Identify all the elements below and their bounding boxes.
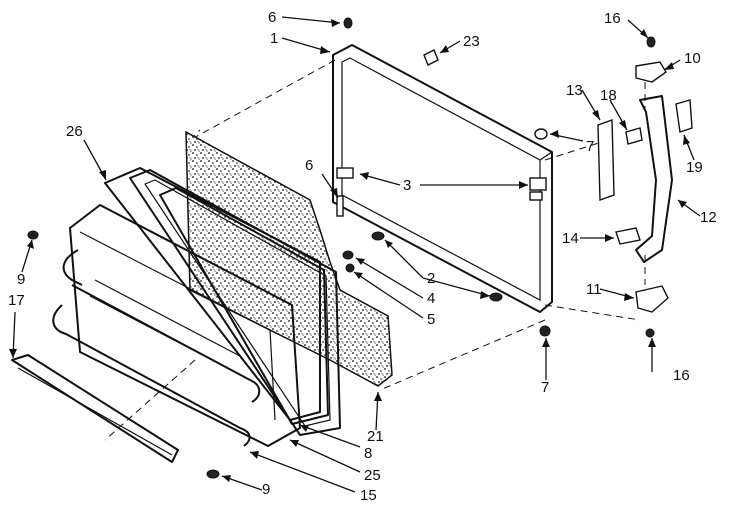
- callout-4: 4: [427, 290, 435, 307]
- callout-17: 17: [8, 292, 25, 309]
- panel-clip: [423, 49, 439, 66]
- callout-labels: 6 1 23 16 10 26 13 18 7 19 6 3 12 14 2 9…: [8, 9, 717, 504]
- callout-18: 18: [600, 87, 617, 104]
- door-trim-strip: [11, 354, 179, 463]
- callout-5: 5: [427, 311, 435, 328]
- callout-23: 23: [463, 33, 480, 50]
- callout-7-bottom: 7: [541, 379, 549, 396]
- callout-6-mid: 6: [305, 157, 313, 174]
- callout-12: 12: [700, 209, 717, 226]
- callout-7-top: 7: [586, 138, 594, 155]
- callout-25: 25: [364, 467, 381, 484]
- callout-15: 15: [360, 487, 377, 504]
- leader-lines: [12, 16, 701, 493]
- callout-1: 1: [270, 30, 278, 47]
- callout-10: 10: [684, 50, 701, 67]
- hinge-parts: [597, 61, 693, 313]
- callout-26: 26: [66, 123, 83, 140]
- door-liner: [52, 204, 301, 447]
- foam-insulation: [185, 130, 393, 387]
- callout-21: 21: [367, 428, 384, 445]
- hardware: [27, 17, 656, 479]
- callout-9-bottom: 9: [262, 481, 270, 498]
- callout-8: 8: [364, 445, 372, 462]
- callout-16-top: 16: [604, 10, 621, 27]
- callout-19: 19: [686, 159, 703, 176]
- callout-6-top: 6: [268, 9, 276, 26]
- callout-11: 11: [586, 281, 602, 298]
- hinge-brackets: [336, 167, 547, 201]
- breaker-strip: [104, 167, 321, 421]
- callout-3: 3: [403, 177, 411, 194]
- callout-16-bottom: 16: [673, 367, 690, 384]
- gasket-frames: [129, 169, 341, 436]
- door-plugs: [371, 231, 503, 302]
- callout-2: 2: [427, 270, 435, 287]
- callout-9-left: 9: [17, 271, 25, 288]
- callout-13: 13: [566, 82, 583, 99]
- leader-arrowheads: [9, 19, 690, 482]
- callout-14: 14: [562, 230, 579, 247]
